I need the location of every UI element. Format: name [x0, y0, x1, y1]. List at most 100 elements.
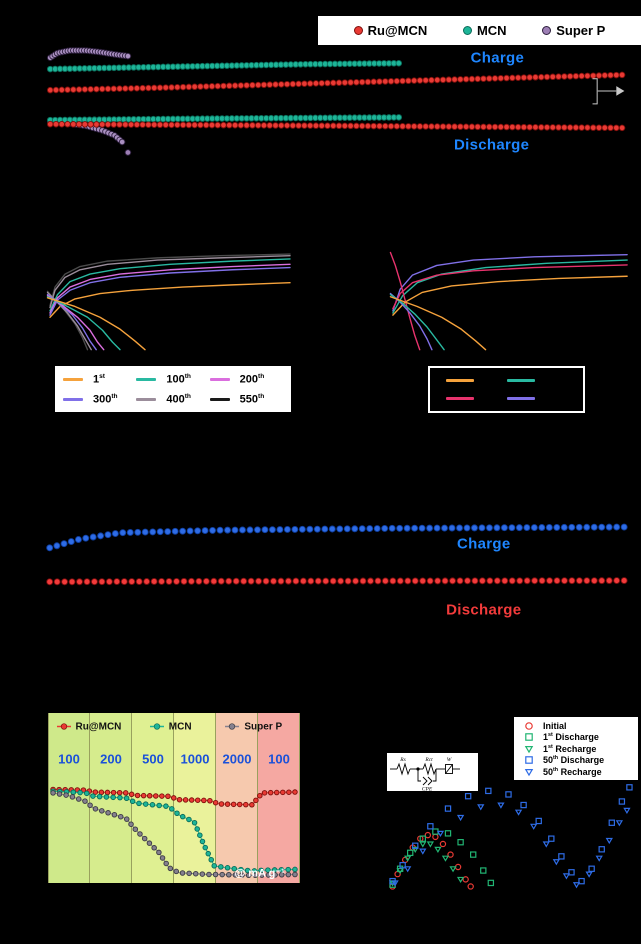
data-point: [194, 527, 202, 535]
data-point: [298, 525, 306, 533]
data-point: [191, 121, 198, 129]
data-point: [444, 830, 452, 837]
data-point: [464, 577, 471, 585]
legend-item: Super P: [542, 23, 605, 38]
data-point: [549, 73, 557, 81]
legend-label: 100th: [166, 372, 191, 386]
data-point: [207, 797, 213, 804]
series-marker-icon: [542, 26, 552, 35]
data-point: [117, 813, 124, 820]
data-point: [291, 525, 299, 533]
data-point: [313, 525, 321, 533]
data-point: [58, 86, 66, 94]
data-point: [75, 796, 82, 802]
data-point: [344, 577, 352, 585]
series-line: [392, 264, 628, 310]
data-point: [347, 122, 354, 130]
legend-label: 50th Discharge: [543, 755, 605, 765]
data-point: [434, 577, 442, 585]
data-point: [618, 71, 626, 79]
data-point: [151, 845, 157, 851]
series-line: [49, 263, 291, 314]
data-point: [75, 121, 83, 128]
data-point: [254, 122, 262, 129]
rate-band: [216, 713, 258, 883]
data-point: [558, 853, 565, 860]
data-point: [127, 85, 135, 92]
data-point: [243, 82, 250, 89]
data-point: [173, 868, 180, 875]
data-point: [568, 523, 576, 531]
data-point: [419, 848, 427, 855]
data-point: [620, 577, 628, 585]
data-point: [595, 855, 603, 862]
data-point: [477, 804, 485, 811]
data-point: [520, 801, 527, 809]
data-point: [110, 789, 117, 796]
data-point: [165, 793, 171, 800]
series-line: [392, 253, 628, 312]
data-point: [176, 796, 183, 803]
data-point: [295, 122, 302, 129]
data-point: [255, 577, 263, 585]
data-point: [432, 833, 439, 841]
data-point: [381, 524, 389, 532]
data-point: [553, 577, 561, 585]
data-point: [245, 872, 252, 879]
series-line: [389, 296, 487, 351]
data-point: [110, 121, 118, 128]
data-point: [584, 72, 591, 80]
series-marker-icon: [353, 26, 363, 35]
data-point: [578, 124, 585, 131]
data-point: [515, 524, 523, 532]
data-point: [306, 122, 314, 129]
data-point: [116, 789, 123, 796]
data-point: [292, 871, 298, 878]
data-point: [441, 577, 449, 585]
data-point: [396, 867, 404, 875]
data-point: [173, 577, 180, 585]
annotation-charge: Charge: [470, 49, 525, 67]
data-point: [83, 578, 91, 586]
data-point: [436, 830, 445, 838]
data-point: [497, 123, 505, 131]
data-point: [451, 76, 458, 83]
data-point: [464, 792, 472, 800]
data-point: [251, 868, 258, 874]
data-point: [523, 577, 531, 585]
data-point: [53, 542, 61, 550]
data-point: [231, 865, 237, 872]
data-point: [520, 74, 528, 81]
series-line: [49, 258, 291, 312]
data-point: [562, 873, 571, 880]
legend-label: 1st Recharge: [543, 743, 597, 754]
data-point: [224, 526, 231, 534]
line-swatch-icon: [446, 379, 474, 383]
data-point: [179, 813, 186, 820]
data-point: [220, 82, 227, 90]
data-point: [87, 802, 93, 808]
data-point: [509, 74, 516, 82]
data-point: [289, 80, 297, 88]
data-point: [240, 577, 248, 585]
data-point: [422, 77, 429, 84]
data-point: [427, 823, 434, 830]
data-point: [243, 801, 249, 808]
data-point: [180, 577, 188, 585]
data-point: [388, 524, 396, 532]
data-point: [247, 577, 255, 585]
data-point: [590, 577, 598, 585]
data-point: [273, 789, 280, 796]
data-point: [387, 78, 395, 85]
legend-item: MCN: [462, 23, 507, 38]
rate-band: [48, 713, 90, 883]
data-point: [605, 577, 613, 585]
annotation-discharge: Discharge: [446, 601, 522, 619]
legend-item: 50th Discharge: [521, 755, 631, 765]
data-point: [158, 577, 166, 585]
line-swatch-icon: [209, 397, 230, 401]
data-point: [404, 855, 412, 862]
data-point: [239, 872, 245, 878]
data-point: [56, 791, 63, 797]
data-point: [322, 577, 330, 585]
